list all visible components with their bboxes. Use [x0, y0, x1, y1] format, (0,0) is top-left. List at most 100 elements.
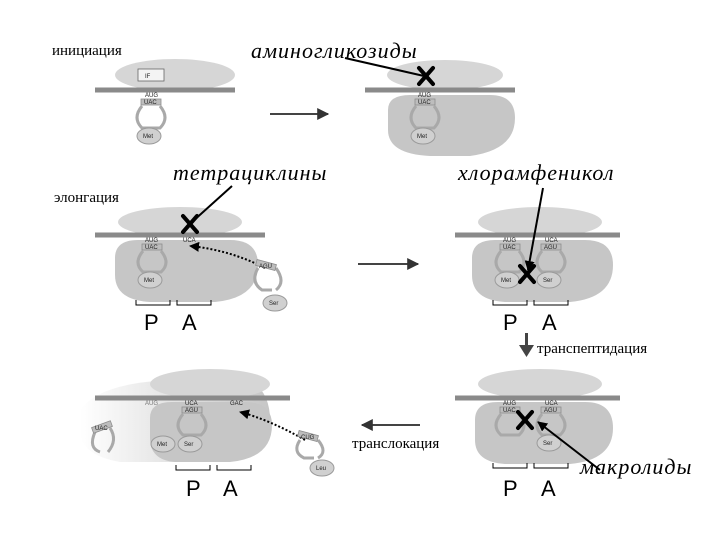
- aminoglycosides-block-mark: [417, 66, 435, 86]
- leu-amino-acid: [309, 459, 335, 477]
- trna-ser: [535, 413, 567, 437]
- large-subunit: [388, 95, 515, 156]
- trna-met: [136, 250, 168, 274]
- macrolides-label: макролиды: [579, 454, 692, 479]
- p-site-bracket: [135, 300, 171, 306]
- elongation-label: элонгация: [54, 190, 119, 206]
- incoming-trna-path: [239, 409, 306, 441]
- ser-amino-acid: [262, 294, 288, 312]
- met-label: Met: [144, 278, 154, 284]
- p-site-label: P: [144, 310, 159, 335]
- macrolides-block-mark: [516, 410, 534, 430]
- small-subunit: [118, 207, 242, 237]
- translocation-label: транслокация: [352, 436, 439, 452]
- anticodon-box: [414, 98, 436, 106]
- p-anticodon-box: [499, 406, 521, 414]
- initiation-factor-box: [137, 68, 165, 82]
- translocation-complex: AUG UCA GAC AGU Ser Met UAC CUG Leu P A: [80, 369, 335, 501]
- incoming-trna-ser: [253, 267, 283, 292]
- start-anticodon-label: UAC: [503, 245, 516, 251]
- second-anticodon-label: AGU: [259, 264, 272, 270]
- p-site-bracket: [492, 300, 528, 306]
- second-codon-label: UCA: [545, 401, 558, 407]
- met-label: Met: [501, 278, 511, 284]
- aminoglycosides-label: аминогликозиды: [251, 38, 418, 63]
- p-site-label: P: [503, 476, 518, 501]
- transpeptidation-complex-macrolide: AUG UCA UAC AGU Ser P A: [455, 369, 620, 501]
- ser-label: Ser: [184, 442, 193, 448]
- large-subunit: [475, 402, 613, 464]
- chloramphenicol-pointer: [524, 187, 544, 271]
- met-amino-acid: [410, 127, 436, 145]
- aminoglycosides-pointer: [344, 57, 425, 77]
- initiation-complex: IF AUG UAC Met: [95, 59, 235, 145]
- tetracyclines-pointer: [191, 185, 233, 223]
- a-site-label: A: [542, 310, 557, 335]
- a-anticodon-box: [540, 406, 562, 414]
- met-amino-acid: [137, 271, 163, 289]
- third-codon-label: GAC: [230, 401, 244, 407]
- anticodon-box: [140, 98, 162, 106]
- trna-met: [494, 250, 526, 274]
- small-subunit: [387, 60, 503, 90]
- trna-ser: [535, 250, 567, 274]
- p-site-bracket: [492, 463, 528, 469]
- ser-label: Ser: [269, 301, 278, 307]
- start-anticodon-label: UAC: [145, 245, 158, 251]
- ser-label: Ser: [543, 278, 552, 284]
- transpeptidation-arrow-head: [519, 345, 534, 357]
- initiation-label: инициация: [52, 43, 122, 59]
- elongation-complex-chloramphenicol: AUG UCA UAC AGU Met Ser P A: [455, 187, 620, 335]
- incoming-anticodon-box: [255, 259, 277, 271]
- met-amino-acid: [136, 127, 162, 145]
- start-codon-label: AUG: [503, 401, 516, 407]
- p-site-label: P: [186, 476, 201, 501]
- large-subunit: [115, 240, 258, 302]
- start-codon-label: AUG: [418, 93, 431, 99]
- met-amino-acid: [150, 435, 176, 453]
- met-label: Met: [417, 134, 427, 140]
- start-anticodon-label: UAC: [144, 100, 157, 106]
- start-anticodon-label: UAC: [418, 100, 431, 106]
- start-codon-label: AUG: [145, 238, 158, 244]
- p-anticodon-box: [499, 243, 521, 251]
- chloramphenicol-label: хлорамфеникол: [457, 160, 614, 185]
- small-subunit: [478, 369, 602, 399]
- a-site-bracket: [176, 300, 212, 306]
- incoming-anticodon-box: [297, 430, 319, 442]
- start-codon-label: AUG: [145, 93, 158, 99]
- trna-ser: [176, 413, 208, 437]
- second-codon-label: UCA: [183, 238, 196, 244]
- met-label: Met: [143, 134, 153, 140]
- ser-amino-acid: [536, 271, 562, 289]
- leu-label: Leu: [316, 466, 326, 472]
- trna-met: [135, 105, 167, 130]
- second-codon-label: UCA: [545, 238, 558, 244]
- initiation-complex-blocked: AUG UAC Met: [344, 57, 515, 156]
- a-site-bracket: [533, 300, 569, 306]
- anticodon-box: [141, 243, 163, 251]
- incoming-trna-leu: [295, 439, 325, 460]
- met-label: Met: [157, 442, 167, 448]
- initiation-factor-label: IF: [145, 74, 151, 80]
- second-anticodon-label: AGU: [544, 245, 557, 251]
- a-site-label: A: [182, 310, 197, 335]
- a-anticodon-box: [540, 243, 562, 251]
- anticodon-box: [181, 406, 203, 414]
- exiting-trna: [90, 427, 115, 454]
- large-subunit: [150, 402, 272, 462]
- met-amino-acid: [494, 271, 520, 289]
- p-site-bracket: [175, 465, 211, 471]
- ser-label: Ser: [543, 441, 552, 447]
- elongation-complex-tetracycline: AUG UCA UAC Met AGU Ser P A: [95, 185, 288, 335]
- small-subunit: [478, 207, 602, 237]
- transpeptidation-label: транспептидация: [537, 341, 647, 357]
- a-site-bracket: [533, 463, 569, 469]
- start-codon-label: AUG: [145, 401, 158, 407]
- ser-amino-acid: [536, 434, 562, 452]
- ser-amino-acid: [177, 435, 203, 453]
- second-anticodon-label: AGU: [544, 408, 557, 414]
- a-site-bracket: [216, 465, 252, 471]
- start-anticodon-label: UAC: [95, 426, 108, 432]
